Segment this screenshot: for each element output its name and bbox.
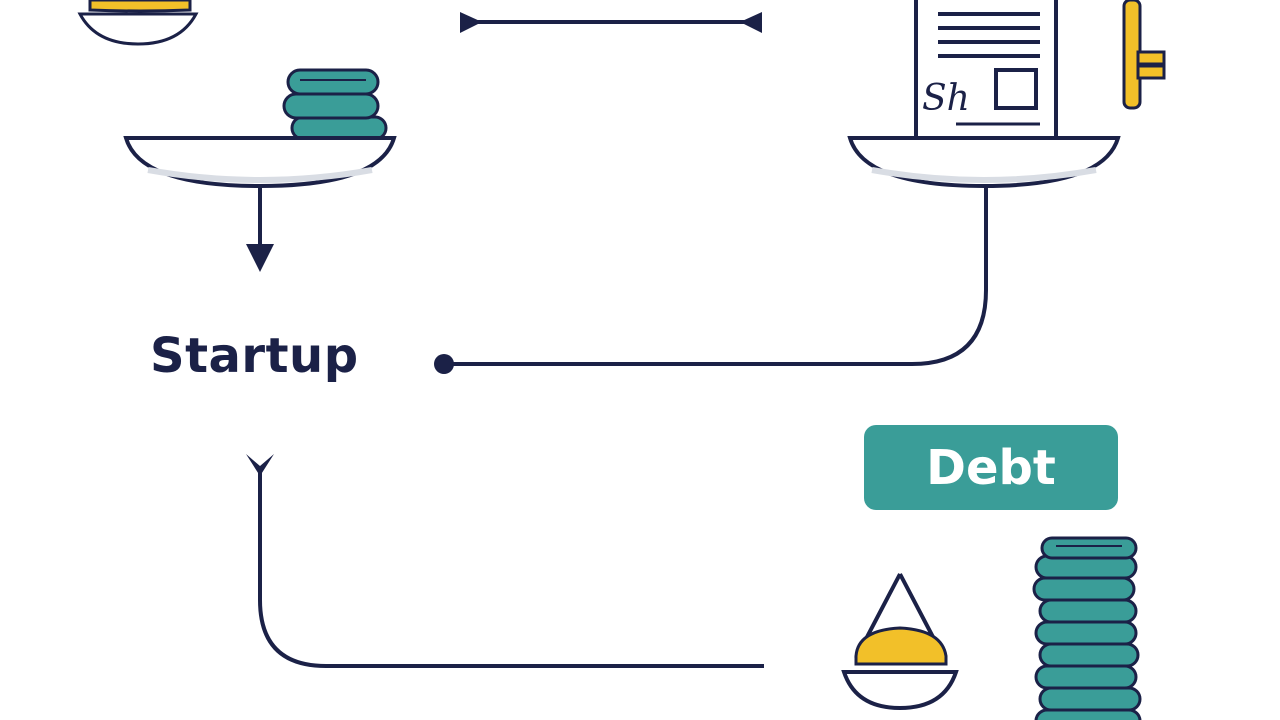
left-down-arrow — [246, 186, 274, 272]
key-icon — [1122, 0, 1166, 110]
right-scale-pan-icon — [847, 136, 1121, 189]
debt-badge: Debt — [864, 425, 1118, 510]
signature-text: Sh — [922, 78, 970, 119]
left-coin-stack-icon — [282, 68, 388, 141]
tall-coin-stack-icon — [1032, 536, 1142, 720]
bottom-weight-icon — [841, 573, 959, 711]
right-to-startup-connector — [434, 186, 988, 374]
startup-label: Startup — [150, 328, 359, 384]
top-connector-arrow — [460, 12, 762, 33]
startup-to-bottom-connector — [246, 454, 764, 668]
top-left-weight-icon — [77, 0, 199, 46]
contract-document-icon: Sh — [914, 0, 1058, 140]
left-scale-pan-icon — [123, 136, 397, 189]
